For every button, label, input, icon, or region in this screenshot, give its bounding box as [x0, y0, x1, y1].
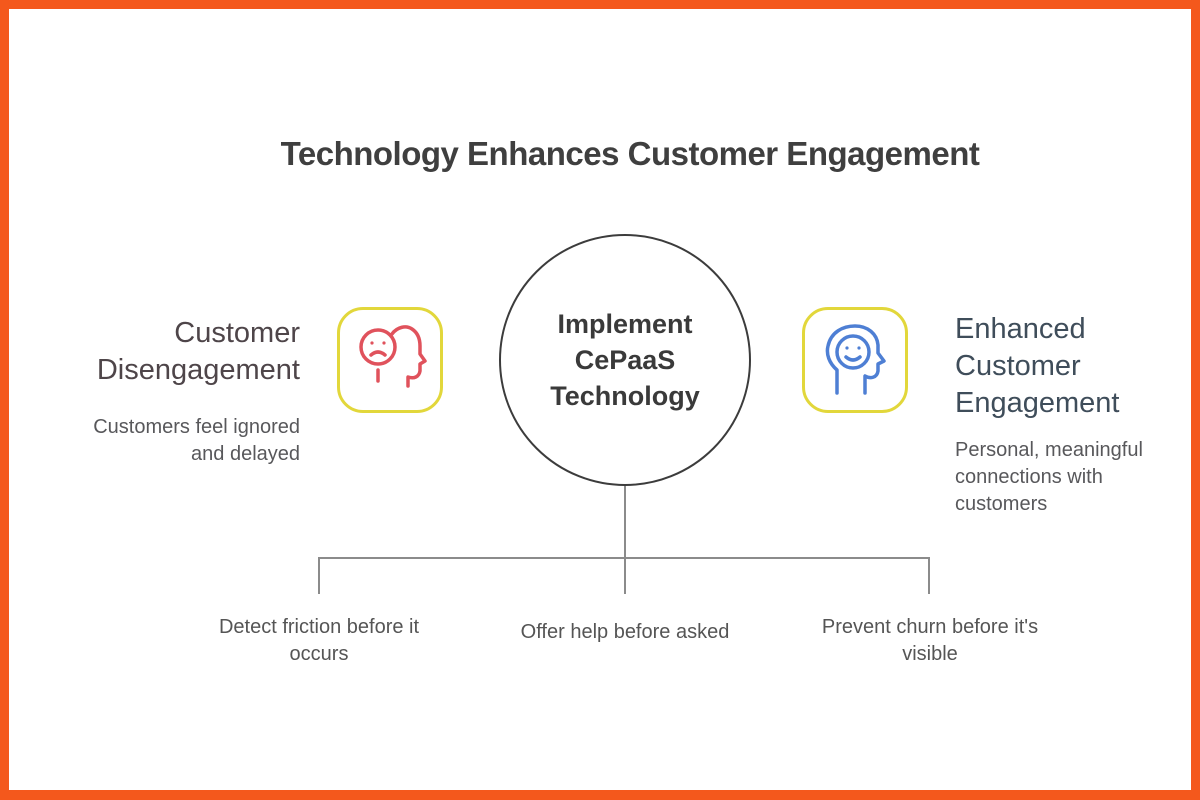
connector-left-drop	[318, 557, 320, 594]
center-node-line: Technology	[550, 381, 700, 411]
right-heading: Enhanced Customer Engagement	[955, 313, 1120, 419]
left-heading: Customer Disengagement	[96, 317, 300, 386]
center-node-line: CePaaS	[574, 345, 676, 375]
branch-label: Prevent churn before it's visible	[821, 616, 1039, 665]
branch-label: Detect friction before it occurs	[218, 616, 420, 665]
connector-horizontal	[318, 557, 930, 559]
negative-icon-card	[337, 307, 443, 413]
connector-center-vertical	[624, 486, 626, 594]
sad-face-in-head-icon	[350, 320, 430, 400]
center-node-line: Implement	[557, 309, 693, 339]
right-subtext: Personal, meaningful connections with cu…	[955, 439, 1143, 515]
left-subtext: Customers feel ignored and delayed	[93, 416, 300, 465]
positive-icon-card	[802, 307, 908, 413]
smiley-face-in-head-icon	[815, 320, 895, 400]
connector-right-drop	[928, 557, 930, 594]
branch-label: Offer help before asked	[520, 621, 730, 643]
page-title: Technology Enhances Customer Engagement	[280, 135, 980, 172]
center-node: Implement CePaaS Technology	[499, 234, 751, 486]
